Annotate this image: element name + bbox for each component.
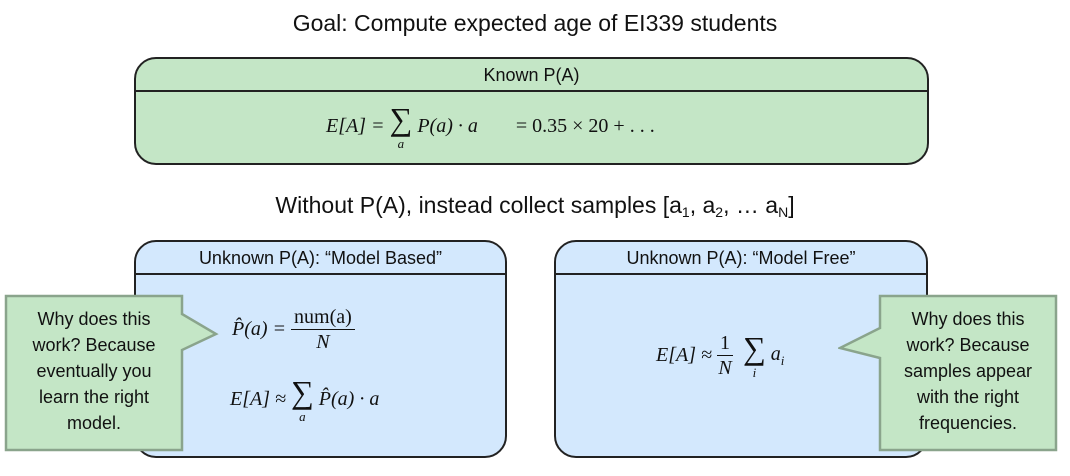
phat-lhs: P̂(a) = — [232, 318, 287, 340]
callout-left-line-4: learn the right — [38, 387, 150, 407]
mf-sum-index: i — [752, 365, 757, 380]
known-expectation-equation: E[A] = ∑ a P(a) · a = 0.35 × 20 + . . . — [326, 103, 655, 150]
model-based-header: Unknown P(A): “Model Based” — [136, 242, 505, 275]
model-based-box: Unknown P(A): “Model Based” P̂(a) = num(… — [134, 240, 507, 458]
known-eq-term: P(a) · a — [417, 115, 478, 137]
mf-sum-operator: ∑ i — [742, 330, 766, 380]
mf-frac-num: 1 — [716, 332, 733, 356]
mf-term: ai — [771, 343, 785, 369]
callout-left-line-2: work? Because — [32, 335, 156, 355]
goal-title: Goal: Compute expected age of EI339 stud… — [292, 10, 778, 36]
phat-frac-den: N — [316, 331, 330, 353]
phat-fraction: num(a) N — [291, 306, 355, 353]
callout-right-line-5: frequencies. — [918, 413, 1018, 433]
mf-fraction: 1 N — [716, 332, 733, 379]
known-eq-lhs: E[A] = — [326, 115, 385, 137]
known-box-header: Known P(A) — [136, 59, 927, 92]
callout-model-free: Why does this work? Because samples appe… — [838, 294, 1060, 454]
mf-term-sub: i — [780, 352, 785, 368]
callout-left-text: Why does this work? Because eventually y… — [6, 306, 182, 436]
callout-left-line-5: model. — [66, 413, 122, 433]
callout-right-line-3: samples appear — [903, 361, 1033, 381]
model-based-expectation-equation: E[A] ≈ ∑ a P̂(a) · a — [230, 376, 379, 423]
known-distribution-box: Known P(A) E[A] = ∑ a P(a) · a = 0.35 × … — [134, 57, 929, 165]
subscript-1: 1 — [681, 204, 690, 220]
mb-sum-operator: ∑ a — [290, 374, 314, 424]
model-free-expectation-equation: E[A] ≈ 1 N ∑ i ai — [656, 332, 784, 379]
mf-term-base: a — [770, 342, 781, 365]
mb-exp-lhs: E[A] ≈ — [230, 388, 286, 410]
known-sum-operator: ∑ a — [389, 101, 413, 151]
callout-left-line-3: eventually you — [36, 361, 152, 381]
phat-equation: P̂(a) = num(a) N — [232, 306, 360, 353]
callout-model-based: Why does this work? Because eventually y… — [4, 294, 220, 454]
callout-right-line-1: Why does this — [911, 309, 1025, 329]
callout-right-text: Why does this work? Because samples appe… — [880, 306, 1056, 436]
callout-left-line-1: Why does this — [37, 309, 151, 329]
phat-frac-num: num(a) — [291, 306, 355, 330]
callout-right-line-4: with the right — [916, 387, 1020, 407]
subscript-n: N — [778, 204, 789, 220]
without-distribution-text: Without P(A), instead collect samples [a… — [0, 190, 1070, 227]
without-text-prefix: Without P(A), instead collect samples [a — [275, 192, 682, 218]
known-eq-rhs: = 0.35 × 20 + . . . — [515, 115, 655, 137]
subscript-2: 2 — [715, 204, 724, 220]
callout-left-shape — [4, 294, 219, 452]
without-sep-1: , a — [689, 192, 716, 218]
model-free-header: Unknown P(A): “Model Free” — [556, 242, 926, 275]
without-sep-2: , … a — [723, 192, 779, 218]
known-sum-index: a — [397, 136, 405, 151]
mf-frac-den: N — [718, 357, 732, 379]
callout-right-shape — [838, 294, 1058, 452]
mb-sum-index: a — [299, 409, 306, 424]
callout-right-line-2: work? Because — [906, 335, 1030, 355]
without-text-suffix: ] — [788, 192, 795, 218]
mf-exp-lhs: E[A] ≈ — [656, 344, 712, 366]
mb-exp-term: P̂(a) · a — [318, 388, 380, 410]
